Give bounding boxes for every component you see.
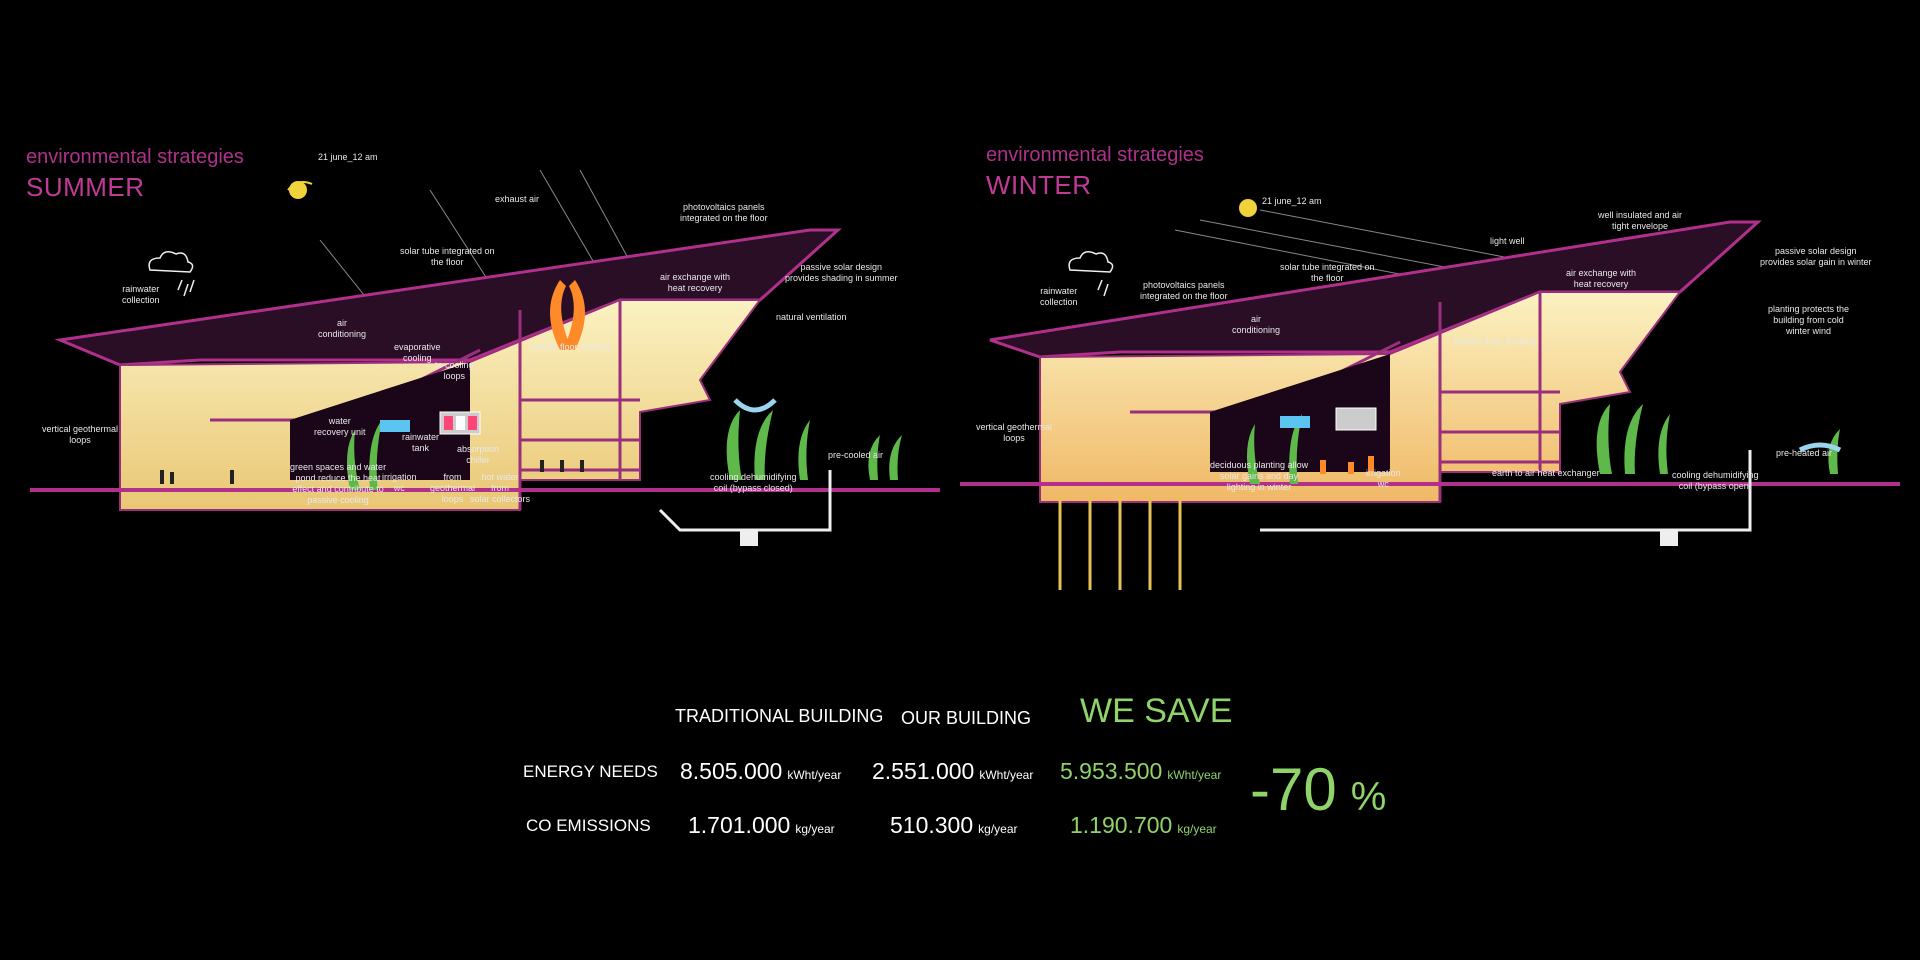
label-earth-air: earth to air heat exchanger (1492, 468, 1600, 478)
label-passive-solar: passive solar design provides solar gain… (1760, 246, 1872, 267)
label-planting-protects: planting protects the building from cold… (1768, 304, 1850, 336)
plant-arrows-icon (1320, 456, 1374, 474)
label-pre-cooled: pre-cooled air (828, 450, 884, 460)
sun-rays (1174, 209, 1521, 281)
geothermal-loops (1058, 494, 1182, 590)
label-green-spaces: green spaces and water pond reduce the h… (290, 462, 387, 505)
summer-section-drawing (30, 169, 940, 590)
people-silhouettes (160, 460, 584, 484)
plants (1246, 404, 1840, 484)
winter-section-drawing (960, 199, 1900, 590)
sun-icon (1239, 199, 1257, 217)
label-from-geothermal: from geothermal loops (430, 472, 476, 504)
label-passive-solar: passive solar design provides shading in… (785, 262, 898, 283)
mechanical-tanks (380, 411, 481, 435)
summer-section-panel: environmental strategies SUMMER 21 june_… (0, 146, 950, 650)
air-duct (1260, 450, 1752, 532)
label-rainwater: rainwater collection (122, 284, 160, 305)
mechanical-tanks (1280, 407, 1377, 431)
col-header-ours: OUR BUILDING (901, 708, 1032, 728)
sun-date-label: 21 june_12 am (1262, 196, 1322, 206)
label-geothermal: vertical geothermal loops (976, 422, 1053, 443)
label-irrigation: irrigation wc (382, 472, 417, 493)
label-to-cooling: to cooling loops (435, 360, 474, 381)
label-exhaust-air: exhaust air (495, 194, 540, 204)
label-light-well: light well (1490, 236, 1525, 246)
label-pre-heated: pre-heated air (1776, 448, 1833, 458)
label-air-conditioning: air conditioning (318, 318, 367, 339)
exhaust-arrow-icon (550, 280, 585, 350)
label-air-exchange: air exchange with heat recovery (660, 272, 731, 293)
label-rain-tank: rainwater tank (402, 432, 440, 453)
label-evaporative: evaporative cooling (394, 342, 441, 363)
label-hot-water: hot water from solar collectors (470, 472, 531, 504)
col-header-traditional: TRADITIONAL BUILDING (675, 706, 884, 726)
label-absorption: absorption chiller (457, 444, 500, 465)
label-pv-panels: photovoltaics panels integrated on the f… (680, 202, 768, 223)
label-well-insulated: well insulated and air tight envelope (1598, 210, 1683, 231)
label-radiant-floor: radiant floor_heating (1454, 336, 1537, 346)
sun-icon (287, 181, 313, 199)
label-air-conditioning: air conditioning (1232, 314, 1281, 335)
label-rainwater: rainwater collection (1040, 286, 1078, 307)
strategy-heading: environmental strategies (986, 144, 1204, 166)
label-natural-ventilation: natural ventilation (776, 312, 847, 322)
label-water-recovery: water recovery unit (314, 416, 366, 437)
label-solar-tube: solar tube integrated on the floor (1280, 262, 1375, 283)
label-deciduous: deciduous planting allow solar gains and… (1210, 460, 1309, 492)
season-title: WINTER (986, 170, 1092, 200)
label-dehumid: cooling dehumidifying coil (bypass open) (1672, 470, 1759, 491)
winter-section-panel: environmental strategies WINTER 21 june_… (960, 144, 1910, 650)
wind-arrow-icon (1798, 442, 1842, 453)
cloud-rain-icon (148, 251, 195, 297)
label-irrigation: irrigation wc (1366, 468, 1401, 489)
season-title: SUMMER (26, 172, 145, 202)
plants (346, 410, 902, 490)
cloud-rain-icon (1068, 251, 1114, 297)
strategy-heading: environmental strategies (26, 146, 244, 168)
sun-date-label: 21 june_12 am (318, 152, 378, 162)
label-pv-panels: photovoltaics panels integrated on the f… (1140, 280, 1228, 301)
label-geothermal: vertical geothermal loops (42, 424, 119, 445)
savings-percent: -70% (1250, 756, 1387, 823)
label-solar-tube: solar tube integrated on the floor (400, 246, 495, 267)
geothermal-loops (128, 500, 282, 590)
row-label-energy: ENERGY NEEDS (523, 762, 658, 781)
label-air-exchange: air exchange with heat recovery (1566, 268, 1637, 289)
ventilation-arrow-icon (733, 398, 777, 413)
label-dehumid: cooling dehumidifying coil (bypass close… (710, 472, 797, 493)
col-header-save: WE SAVE (1080, 692, 1233, 730)
label-radiant-floor: radiant floor_cooling (530, 342, 612, 352)
row-label-co: CO EMISSIONS (526, 816, 651, 835)
